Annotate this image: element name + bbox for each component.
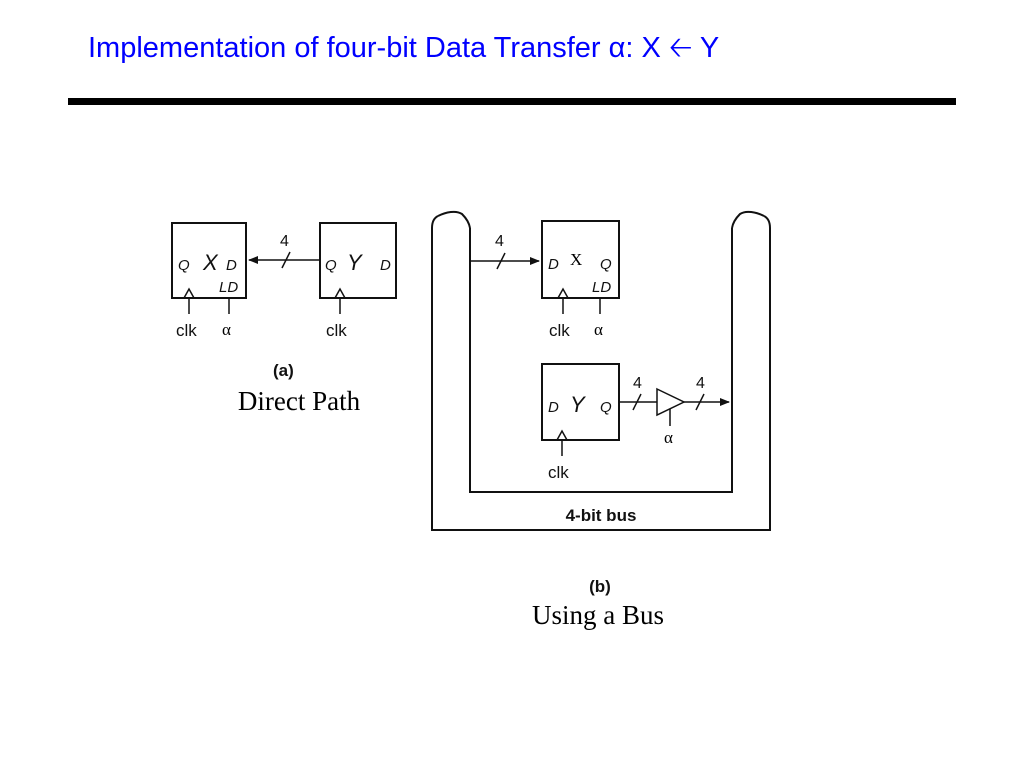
slide-title: Implementation of four-bit Data Transfer…	[88, 32, 720, 64]
part-b-label: (b)	[589, 577, 611, 596]
direct-width-label: 4	[280, 233, 289, 250]
buffer-out-width-label: 4	[696, 375, 705, 392]
register-x-name: X	[202, 250, 219, 275]
bus-diagram: 4-bit bus D X Q LD clk α 4 D Y Q clk 4 α…	[431, 210, 771, 630]
bus-register-y-d-pin: D	[548, 399, 559, 416]
register-x-box	[171, 222, 247, 299]
bus-to-x-width-slash	[496, 252, 506, 270]
bus-register-y-clk-label: clk	[548, 463, 569, 482]
part-a-label: (a)	[273, 361, 294, 380]
part-b-caption: Using a Bus	[532, 600, 664, 630]
y-out-width-label: 4	[633, 375, 642, 392]
register-x-q-pin: Q	[178, 257, 190, 274]
register-y-q-pin: Q	[325, 257, 337, 274]
part-a-caption: Direct Path	[238, 386, 361, 416]
register-x-d-pin: D	[226, 257, 237, 274]
bus-right-opening	[731, 210, 765, 229]
bus-register-y-q-pin: Q	[600, 399, 612, 416]
register-x-ld-pin: LD	[219, 279, 238, 296]
bus-outer-outline	[431, 215, 771, 531]
bus-left-opening	[437, 210, 471, 229]
register-y-name: Y	[347, 250, 363, 275]
bus-register-y-name: Y	[570, 392, 586, 417]
bus-register-x-alpha-label: α	[594, 320, 603, 339]
bus-register-x-q-pin: Q	[600, 256, 612, 273]
register-y-clock-triangle	[334, 287, 346, 299]
title-rule	[68, 98, 956, 105]
register-x-clk-label: clk	[176, 321, 197, 340]
y-out-width-slash	[632, 393, 642, 411]
bus-inner-outline	[469, 228, 733, 493]
bus-to-x-width-label: 4	[495, 233, 504, 250]
register-x-clock-triangle	[183, 287, 195, 299]
buffer-out-width-slash	[695, 393, 705, 411]
buffer-enable-label: α	[664, 428, 673, 447]
bus-register-x-ld-pin: LD	[592, 279, 611, 296]
bus-register-x-d-pin: D	[548, 256, 559, 273]
register-x-alpha-label: α	[222, 320, 231, 339]
bus-register-x-clock-triangle	[557, 287, 569, 299]
bus-register-x-clk-label: clk	[549, 321, 570, 340]
register-y-clk-label: clk	[326, 321, 347, 340]
direct-width-slash	[281, 251, 291, 269]
bus-register-x-box	[541, 220, 620, 299]
bus-register-x-name: X	[570, 250, 582, 269]
bus-register-y-clock-triangle	[556, 429, 568, 441]
register-y-d-pin: D	[380, 257, 391, 274]
tri-state-buffer	[656, 387, 686, 417]
bus-label: 4-bit bus	[566, 506, 637, 525]
direct-path-diagram: Q X D LD clk α Q Y D clk 4 (a) Direct Pa…	[171, 222, 397, 416]
